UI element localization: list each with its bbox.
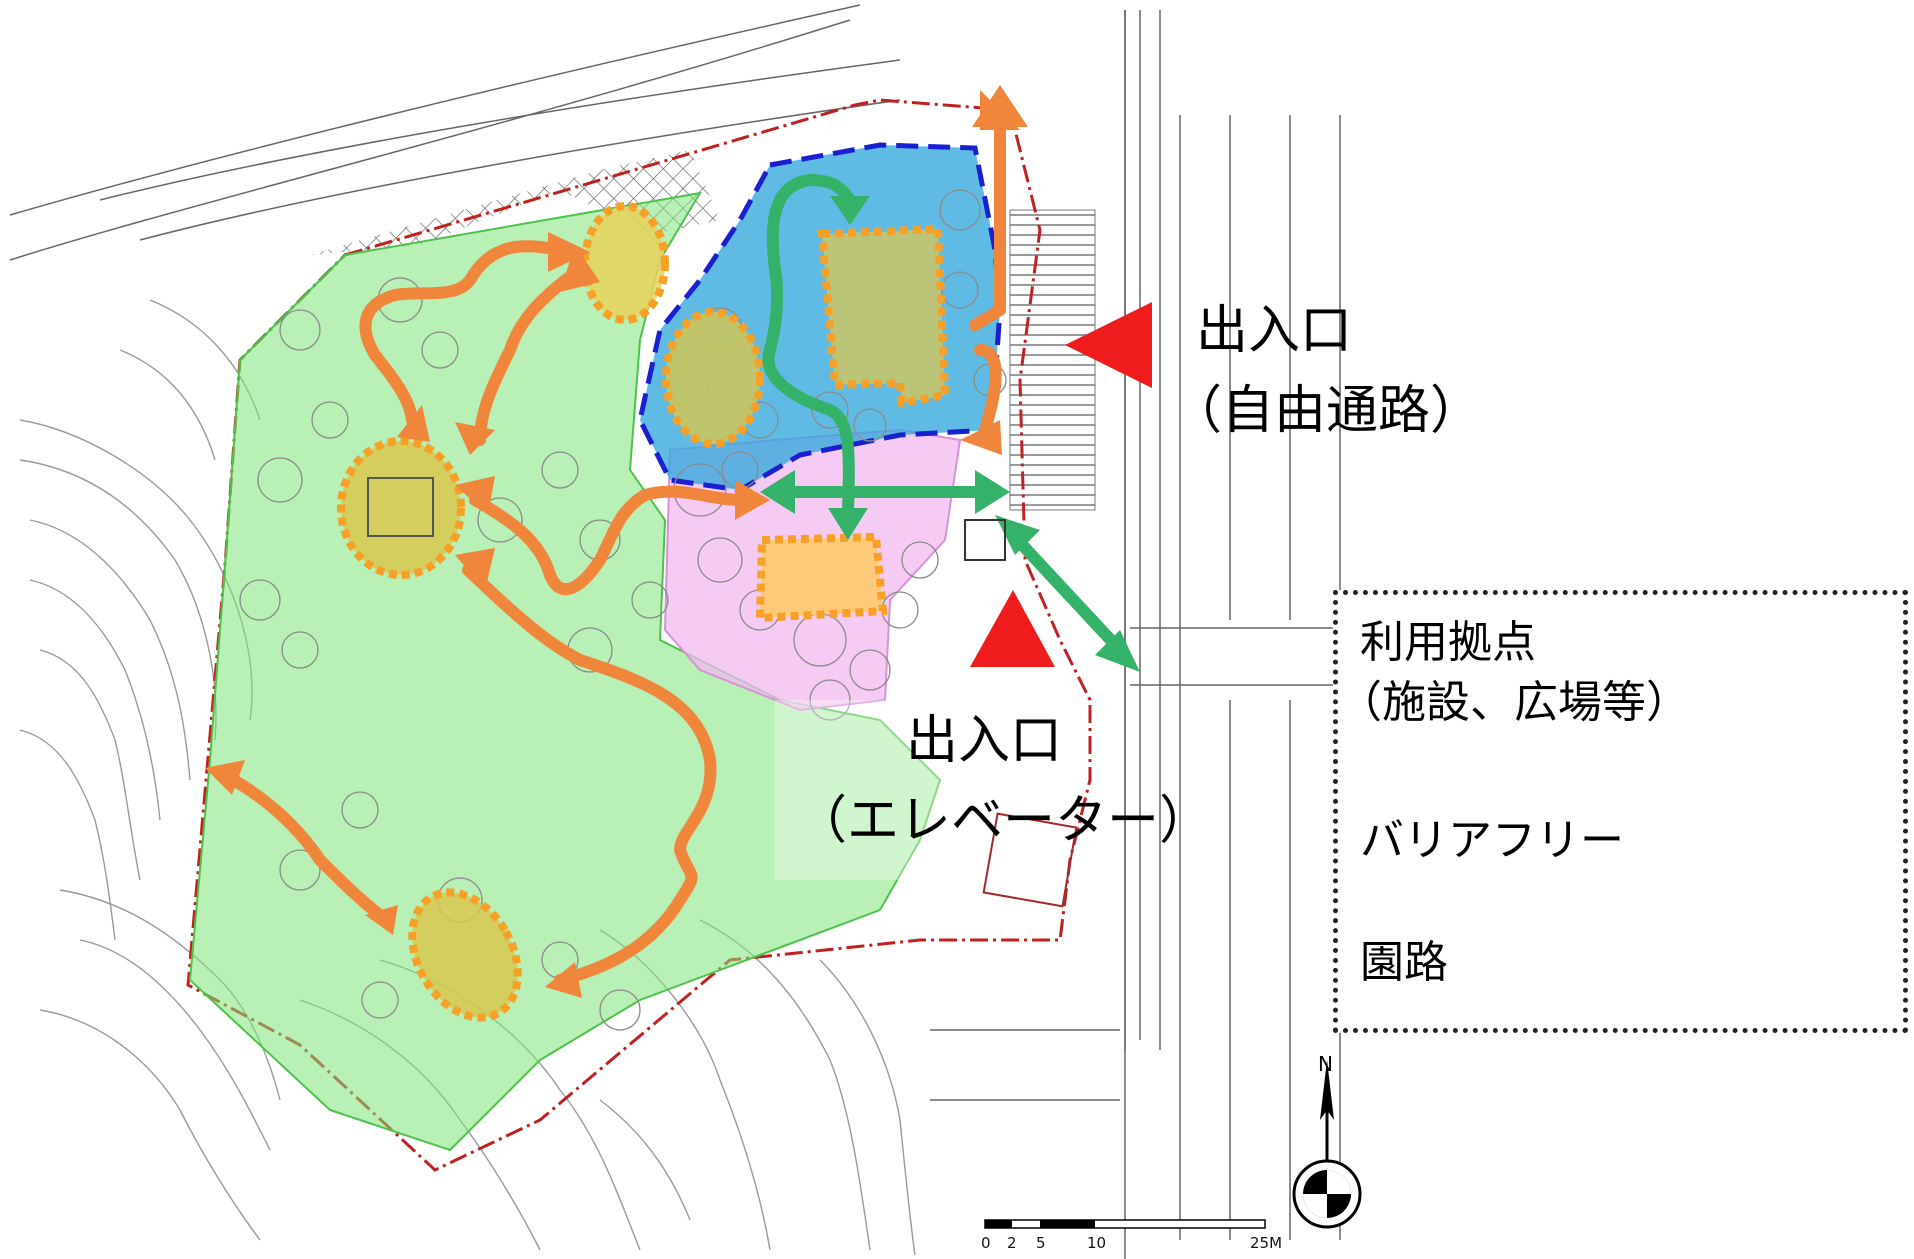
entrance-elevator-label-1: 出入口 bbox=[906, 711, 1063, 771]
entrance-east-label-2: （自由通路） bbox=[1170, 381, 1483, 441]
compass-north-label: N bbox=[1318, 1052, 1333, 1076]
scale-tick-2: 2 bbox=[1007, 1234, 1017, 1252]
scale-tick-5: 5 bbox=[1036, 1234, 1046, 1252]
barrier-free-arrowheads bbox=[760, 196, 1140, 672]
legend: 利用拠点 （施設、広場等） バリアフリー 園路 bbox=[1333, 590, 1908, 1033]
entrance-elevator-label-2: （エレベーター） bbox=[795, 791, 1212, 851]
entrance-east-label-1: 出入口 bbox=[1196, 301, 1353, 361]
hub-plaza-building bbox=[755, 532, 888, 623]
hub-markers bbox=[337, 202, 950, 1022]
building-zone-border bbox=[637, 142, 1003, 493]
legend-barrier-free-label: バリアフリー bbox=[1360, 815, 1624, 866]
scale-tick-25m: 25M bbox=[1250, 1234, 1283, 1252]
hub-west-plaza bbox=[337, 437, 465, 579]
street-lines bbox=[9, 4, 1341, 1259]
legend-hub-label-2: （施設、広場等） bbox=[1338, 677, 1690, 728]
scale-tick-0: 0 bbox=[981, 1234, 991, 1252]
entrance-marker-east bbox=[1065, 302, 1152, 388]
south-structures bbox=[964, 519, 1078, 908]
compass-icon bbox=[1292, 1060, 1362, 1229]
legend-path-label: 園路 bbox=[1360, 937, 1448, 988]
scale-bar bbox=[984, 1219, 1266, 1229]
park-path-arrowheads bbox=[205, 85, 1028, 998]
entrance-marker-elevator bbox=[970, 590, 1055, 667]
label-backdrop bbox=[775, 700, 1045, 880]
hub-building bbox=[817, 224, 950, 408]
hub-garden bbox=[662, 308, 764, 448]
park-paths bbox=[219, 109, 1006, 986]
barrier-free-routes bbox=[762, 174, 1126, 656]
hub-northwest bbox=[581, 202, 669, 324]
scale-tick-10: 10 bbox=[1087, 1234, 1107, 1252]
hub-south bbox=[408, 888, 522, 1022]
legend-hub-label-1: 利用拠点 bbox=[1360, 617, 1536, 668]
